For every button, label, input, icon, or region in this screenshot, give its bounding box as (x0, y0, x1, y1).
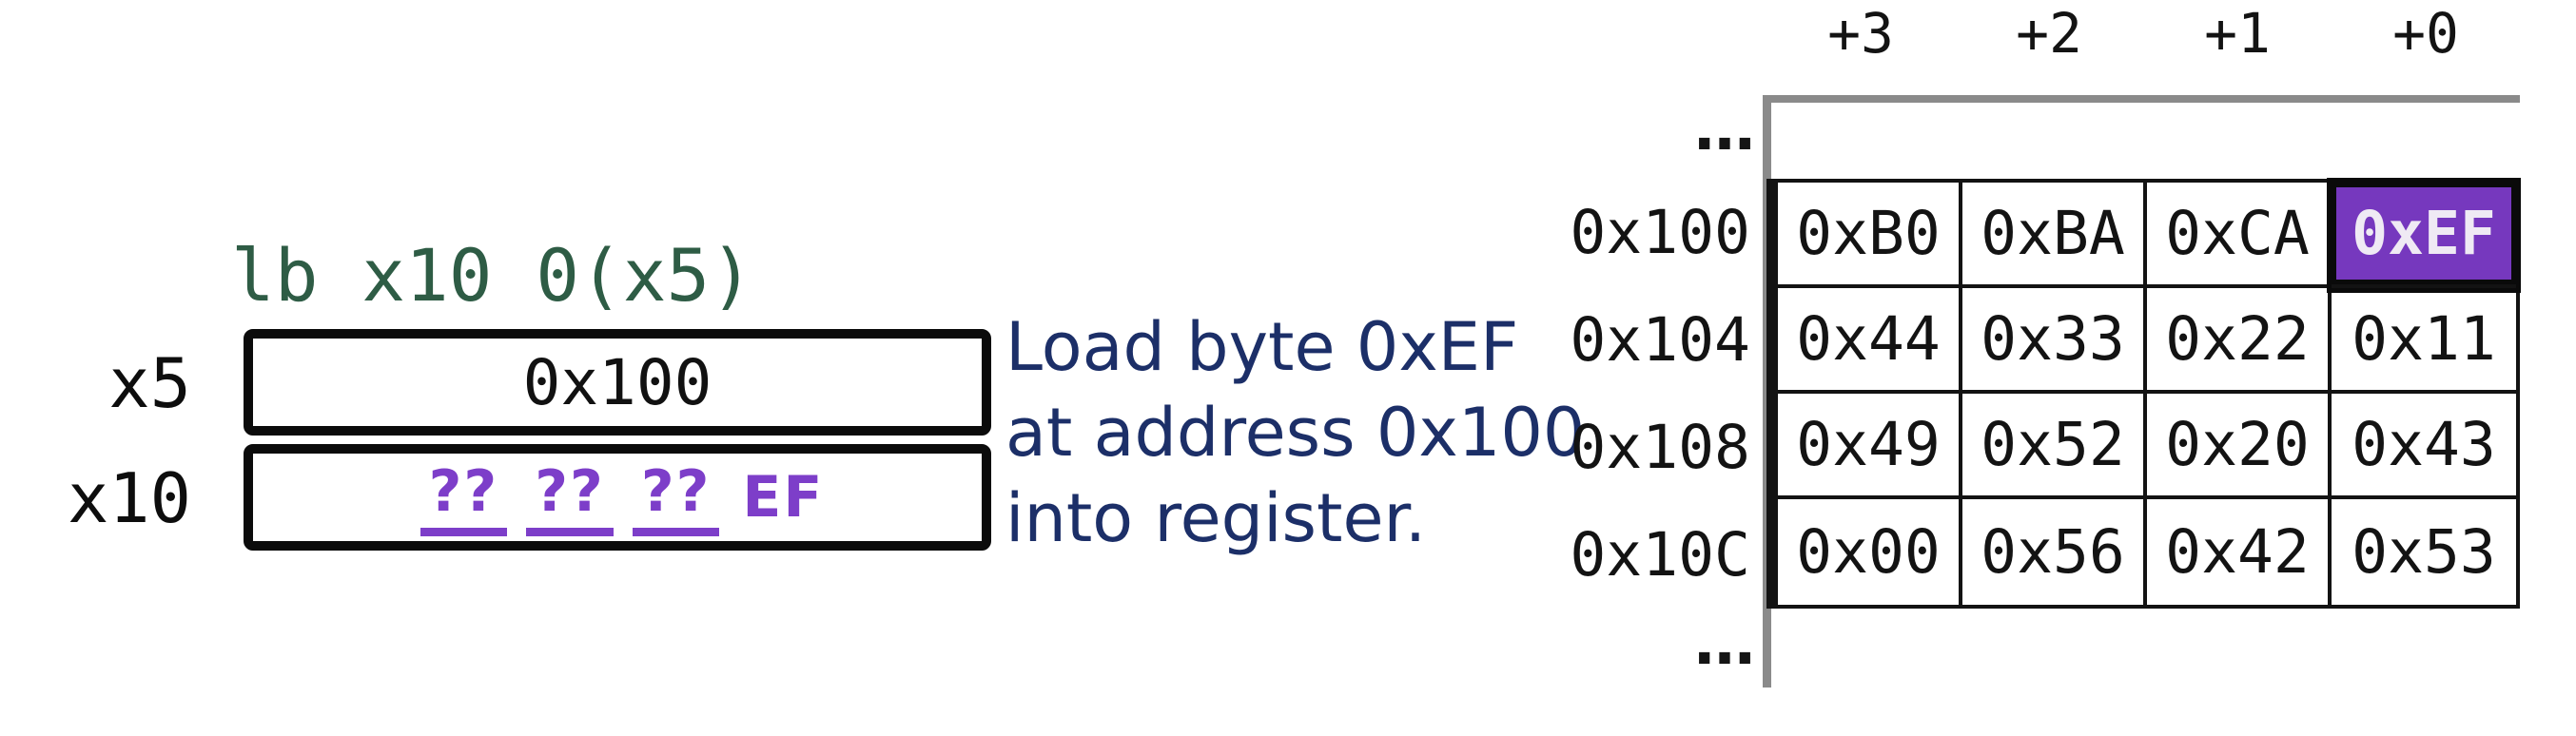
description-line: Load byte 0xEF (1005, 308, 1519, 386)
memory-cell: 0xB0 (1778, 183, 1962, 288)
register-box-x10: ?? ?? ?? EF (244, 444, 991, 551)
memory-col-header-plus2: +2 (2016, 1, 2082, 66)
instruction-code: lb x10 0(x5) (231, 233, 754, 318)
register-box-x5: 0x100 (244, 329, 991, 436)
register-value-x5: 0x100 (522, 345, 712, 419)
memory-row-address-0x108: 0x108 (1570, 413, 1750, 482)
memory-cell: 0x42 (2147, 499, 2332, 605)
memory-cell: 0xCA (2147, 183, 2332, 288)
memory-table: 0xB0 0xBA 0xCA 0xEF 0x44 0x33 0x22 0x11 … (1766, 179, 2520, 609)
register-x10-byte-0-loaded: EF (742, 464, 825, 531)
memory-row-address-0x100: 0x100 (1570, 198, 1750, 267)
memory-col-header-plus1: +1 (2204, 1, 2271, 66)
memory-col-header-plus0: +0 (2392, 1, 2459, 66)
memory-col-header-plus3: +3 (1827, 1, 1894, 66)
description-line: into register. (1005, 479, 1427, 557)
memory-cell: 0x52 (1962, 394, 2147, 499)
register-label-x10: x10 (67, 458, 191, 538)
memory-row-address-0x10C: 0x10C (1570, 520, 1750, 590)
memory-top-line (1763, 95, 2520, 103)
memory-cell: 0x22 (2147, 288, 2332, 394)
register-x10-byte-1-unknown: ?? (632, 458, 720, 536)
memory-ellipsis-top: … (1694, 94, 1755, 165)
memory-cell: 0x20 (2147, 394, 2332, 499)
description-text: Load byte 0xEF at address 0x100 into reg… (1005, 304, 1585, 561)
memory-cell: 0x33 (1962, 288, 2147, 394)
memory-cell: 0x00 (1778, 499, 1962, 605)
memory-cell: 0x56 (1962, 499, 2147, 605)
memory-cell-highlighted: 0xEF (2332, 183, 2516, 288)
memory-cell: 0x44 (1778, 288, 1962, 394)
memory-cell: 0x43 (2332, 394, 2516, 499)
register-label-x5: x5 (108, 343, 191, 423)
memory-cell: 0x53 (2352, 517, 2496, 587)
register-x10-byte-2-unknown: ?? (526, 458, 614, 536)
memory-row-address-0x104: 0x104 (1570, 305, 1750, 375)
memory-ellipsis-bottom: … (1694, 609, 1755, 679)
memory-cell: 0x49 (1778, 394, 1962, 499)
description-line: at address 0x100 (1005, 394, 1586, 472)
register-x10-byte-3-unknown: ?? (420, 458, 508, 536)
memory-cell: 0x11 (2332, 288, 2516, 394)
memory-cell: 0xBA (1962, 183, 2147, 288)
